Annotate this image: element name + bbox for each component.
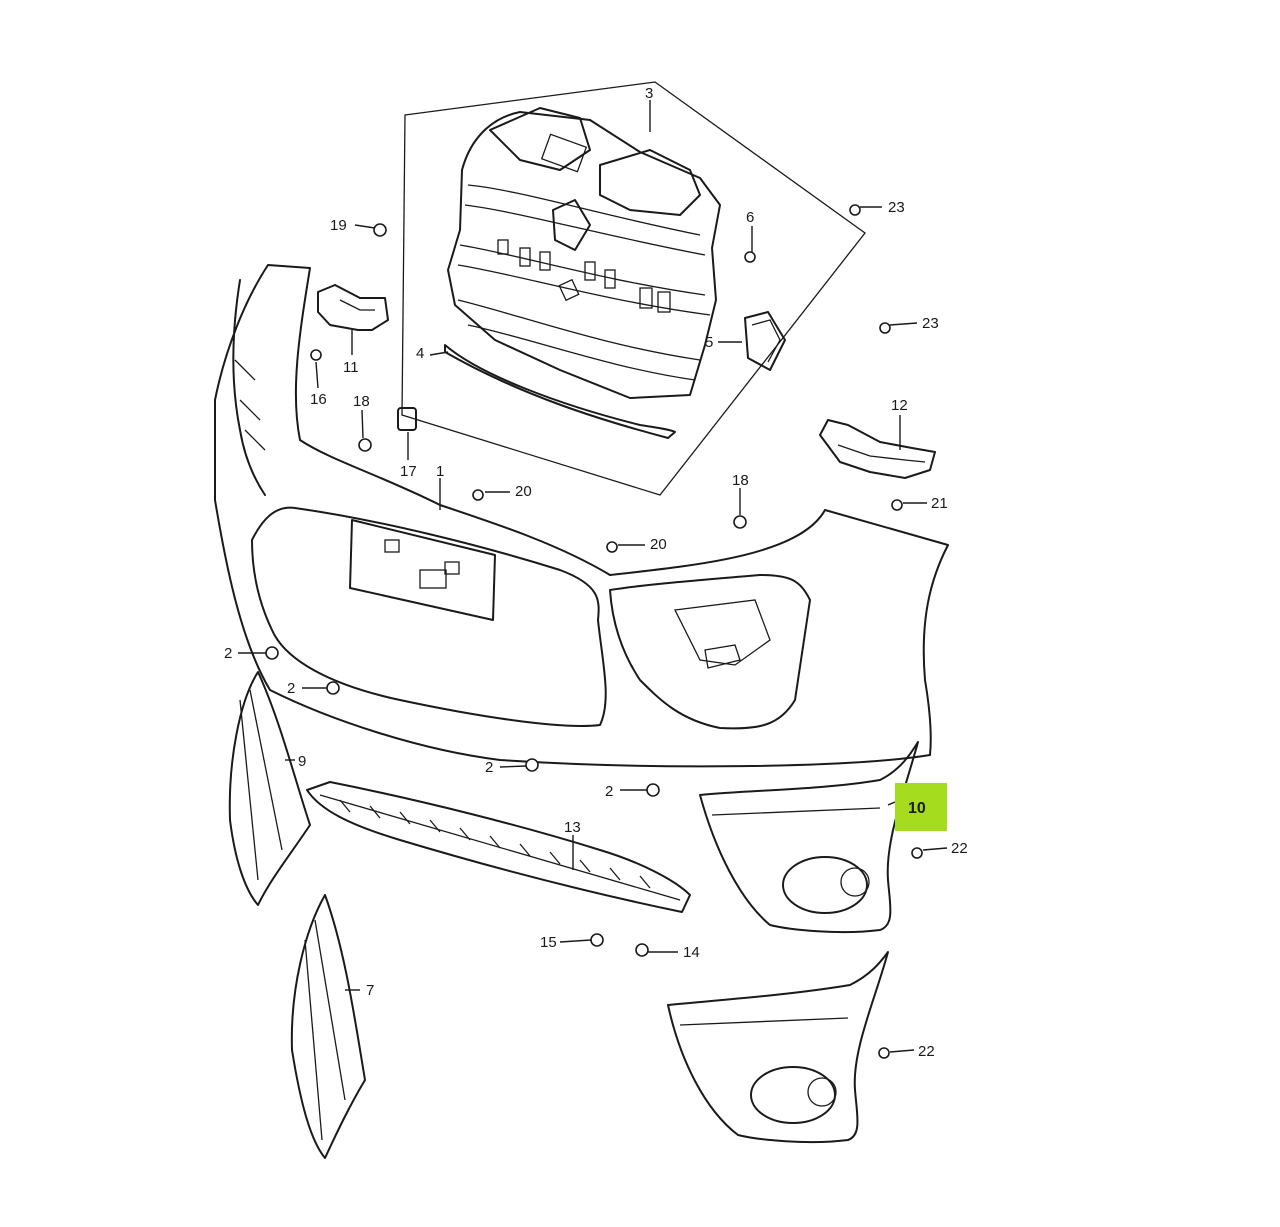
callout-2-b[interactable]: 2 xyxy=(287,680,295,697)
bolt-icon xyxy=(525,758,539,772)
callout-2-c[interactable]: 2 xyxy=(485,759,493,776)
bolt-icon xyxy=(358,438,372,452)
clip-part-17[interactable] xyxy=(397,407,417,431)
bolt-icon xyxy=(849,204,861,216)
bolt-icon xyxy=(310,349,322,361)
callout-18-right[interactable]: 18 xyxy=(732,472,749,489)
callout-5[interactable]: 5 xyxy=(705,334,713,351)
lower-grille-part-13[interactable] xyxy=(306,781,691,913)
callout-13[interactable]: 13 xyxy=(564,819,581,836)
callout-10[interactable]: 10 xyxy=(908,800,926,817)
side-garnish-part-7[interactable] xyxy=(290,894,366,1159)
callout-19[interactable]: 19 xyxy=(330,217,347,234)
callout-21[interactable]: 21 xyxy=(931,495,948,512)
callout-12[interactable]: 12 xyxy=(891,397,908,414)
grille-part-3[interactable] xyxy=(447,107,721,399)
callout-2-a[interactable]: 2 xyxy=(224,645,232,662)
bolt-icon xyxy=(326,681,340,695)
fog-bezel-lower[interactable] xyxy=(667,951,889,1144)
bumper-cover-part-1[interactable] xyxy=(214,264,949,768)
bolt-icon xyxy=(590,933,604,947)
emblem-part-5[interactable] xyxy=(744,311,786,371)
callout-15[interactable]: 15 xyxy=(540,934,557,951)
bolt-icon xyxy=(646,783,660,797)
callout-7[interactable]: 7 xyxy=(366,982,374,999)
callout-6[interactable]: 6 xyxy=(746,209,754,226)
bolt-icon xyxy=(744,251,756,263)
bracket-part-12[interactable] xyxy=(819,419,936,479)
side-garnish-part-9[interactable] xyxy=(228,671,311,906)
callout-14[interactable]: 14 xyxy=(683,944,700,961)
callout-17[interactable]: 17 xyxy=(400,463,417,480)
callouts: 3 6 23 19 23 5 4 11 16 18 17 1 12 20 20 … xyxy=(224,85,968,1060)
fasteners xyxy=(265,204,923,1059)
callout-2-d[interactable]: 2 xyxy=(605,783,613,800)
callout-3[interactable]: 3 xyxy=(645,85,653,102)
bolt-icon xyxy=(373,223,387,237)
bolt-icon xyxy=(733,515,747,529)
bolt-icon xyxy=(606,541,618,553)
callout-9[interactable]: 9 xyxy=(298,753,306,770)
bolt-icon xyxy=(635,943,649,957)
bolt-icon xyxy=(878,1047,890,1059)
callout-16[interactable]: 16 xyxy=(310,391,327,408)
callout-20-lower[interactable]: 20 xyxy=(650,536,667,553)
bolt-icon xyxy=(265,646,279,660)
callout-18-left[interactable]: 18 xyxy=(353,393,370,410)
bolt-icon xyxy=(891,499,903,511)
bolt-icon xyxy=(472,489,484,501)
highlight-box xyxy=(895,783,947,831)
callout-22-upper[interactable]: 22 xyxy=(951,840,968,857)
callout-20-upper[interactable]: 20 xyxy=(515,483,532,500)
grille-group-frame xyxy=(401,81,866,496)
callout-23-mid[interactable]: 23 xyxy=(922,315,939,332)
callout-4[interactable]: 4 xyxy=(416,345,424,362)
fog-bezel-part-10[interactable] xyxy=(699,741,919,934)
leader-lines xyxy=(238,100,948,1053)
grille-molding-part-4[interactable] xyxy=(444,344,676,439)
bolt-icon xyxy=(879,322,891,334)
callout-23-top[interactable]: 23 xyxy=(888,199,905,216)
bracket-part-11[interactable] xyxy=(317,284,389,331)
callout-22-lower[interactable]: 22 xyxy=(918,1043,935,1060)
callout-1[interactable]: 1 xyxy=(436,463,444,480)
callout-11[interactable]: 11 xyxy=(343,359,359,376)
bolt-icon xyxy=(911,847,923,859)
